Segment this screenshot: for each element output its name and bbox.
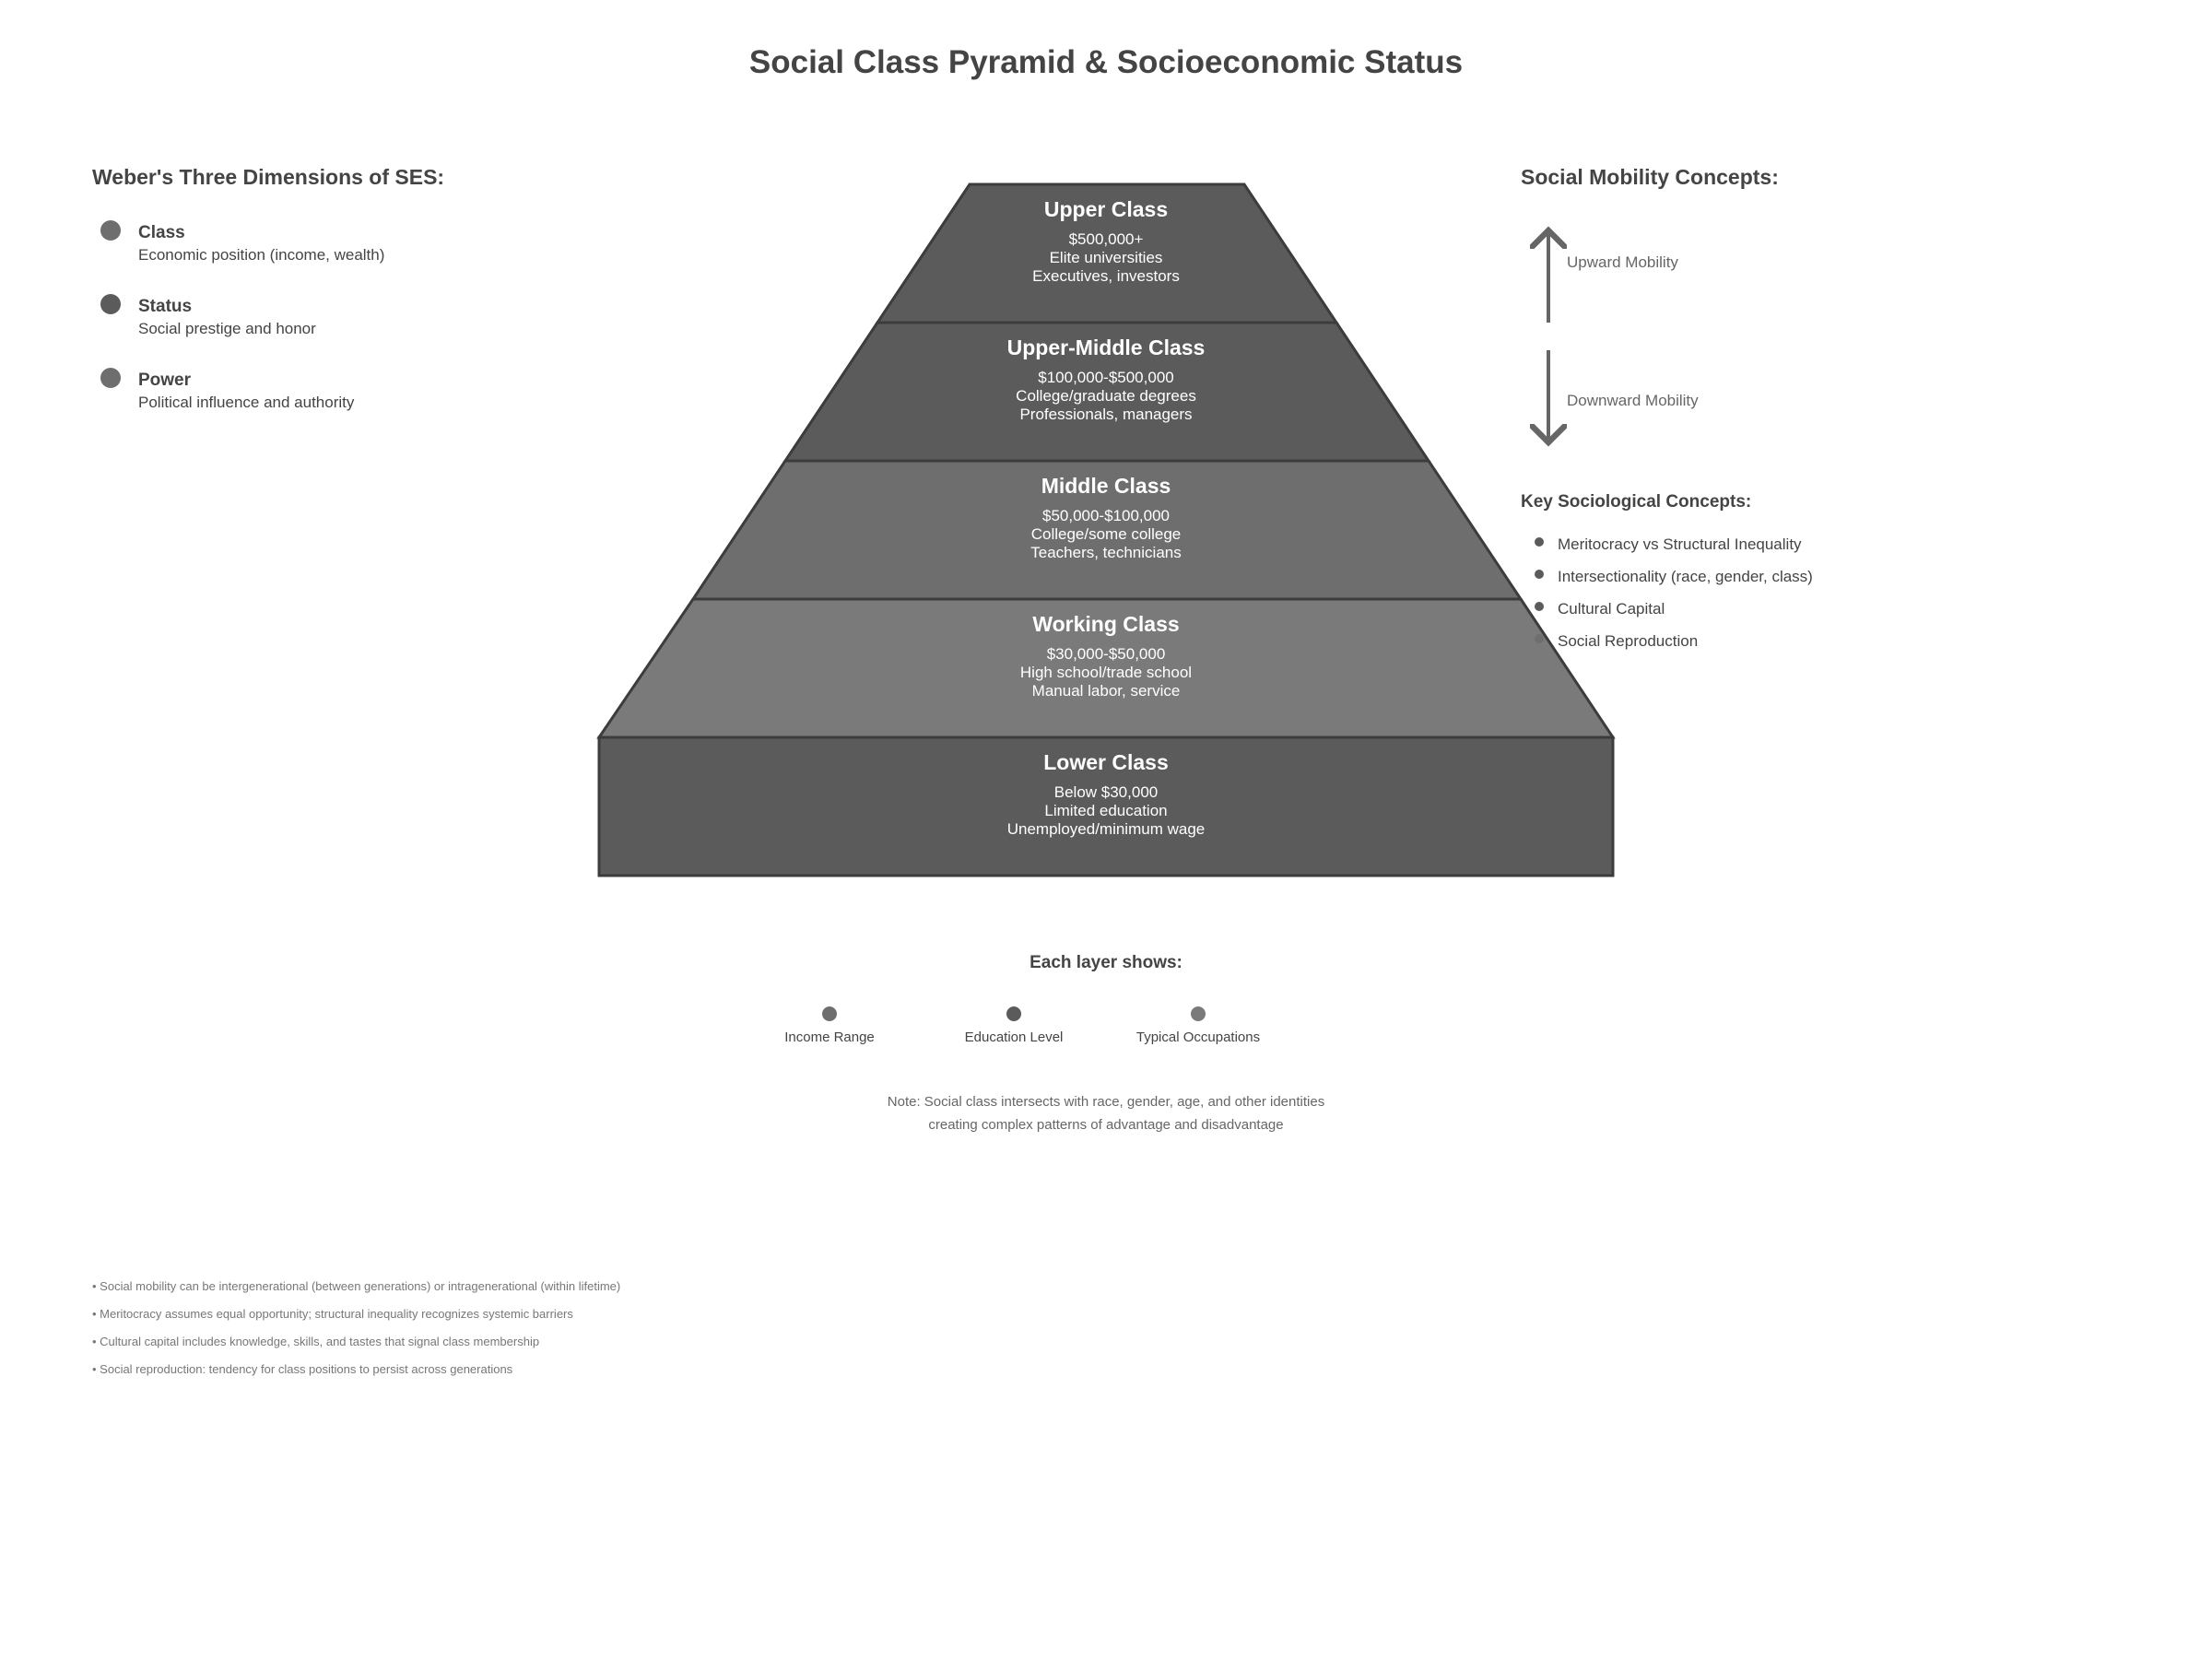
downward-mobility: Downward Mobility (1548, 350, 1699, 442)
layer-shape (597, 735, 1615, 877)
pyramid-layer-lower: Lower Class Below $30,000 Limited educat… (597, 735, 1615, 877)
concepts-section: Key Sociological Concepts: Meritocracy v… (1521, 492, 1813, 650)
layer-income: $30,000-$50,000 (1047, 645, 1166, 663)
legend-item: Education Level (965, 1006, 1064, 1045)
weber-item-desc: Political influence and authority (138, 394, 355, 411)
note: Note: Social class intersects with race,… (888, 1094, 1324, 1133)
footnote: • Social mobility can be intergeneration… (92, 1279, 620, 1293)
list-item: Meritocracy vs Structural Inequality (1535, 535, 1802, 553)
bullet-icon (100, 220, 121, 241)
bullet-icon (100, 294, 121, 314)
layer-education: Elite universities (1050, 249, 1163, 266)
page-title: Social Class Pyramid & Socioeconomic Sta… (749, 44, 1463, 80)
concept-label: Meritocracy vs Structural Inequality (1558, 535, 1802, 553)
weber-section: Weber's Three Dimensions of SES: Class E… (92, 165, 444, 411)
list-item: Intersectionality (race, gender, class) (1535, 568, 1813, 585)
footnotes: • Social mobility can be intergeneration… (92, 1279, 620, 1376)
legend-label: Income Range (784, 1030, 875, 1045)
upward-mobility: Upward Mobility (1548, 230, 1678, 323)
class-pyramid: Upper Class $500,000+ Elite universities… (596, 182, 1616, 877)
weber-item-desc: Economic position (income, wealth) (138, 246, 384, 264)
legend-label: Typical Occupations (1136, 1030, 1260, 1045)
layer-income: $100,000-$500,000 (1038, 369, 1173, 386)
layer-education: High school/trade school (1020, 664, 1192, 681)
concept-label: Intersectionality (race, gender, class) (1558, 568, 1813, 585)
layer-occupations: Teachers, technicians (1030, 544, 1181, 561)
concepts-heading: Key Sociological Concepts: (1521, 492, 1751, 512)
weber-heading: Weber's Three Dimensions of SES: (92, 165, 444, 189)
weber-item-class: Class Economic position (income, wealth) (100, 220, 384, 264)
legend-item: Typical Occupations (1136, 1006, 1260, 1045)
downward-mobility-label: Downward Mobility (1567, 392, 1699, 409)
footnote: • Social reproduction: tendency for clas… (92, 1362, 513, 1376)
legend-label: Education Level (965, 1030, 1064, 1045)
weber-item-title: Status (138, 297, 192, 316)
upward-mobility-label: Upward Mobility (1567, 253, 1678, 271)
layer-education: College/some college (1031, 525, 1182, 543)
layer-occupations: Executives, investors (1032, 267, 1180, 285)
concept-label: Social Reproduction (1558, 632, 1698, 650)
layer-income: Below $30,000 (1054, 783, 1158, 801)
layer-legend: Each layer shows: Income Range Education… (784, 953, 1260, 1045)
legend-heading: Each layer shows: (1030, 953, 1182, 972)
weber-item-title: Power (138, 371, 192, 390)
legend-item: Income Range (784, 1006, 875, 1045)
weber-item-desc: Social prestige and honor (138, 320, 316, 337)
bullet-icon (1535, 634, 1544, 643)
layer-name: Upper-Middle Class (1007, 335, 1206, 359)
weber-item-power: Power Political influence and authority (100, 368, 355, 411)
layer-name: Working Class (1032, 612, 1179, 636)
layer-occupations: Unemployed/minimum wage (1007, 820, 1205, 838)
layer-income: $50,000-$100,000 (1042, 507, 1170, 524)
pyramid-layer-upper-middle: Upper-Middle Class $100,000-$500,000 Col… (782, 321, 1431, 463)
layer-income: $500,000+ (1069, 230, 1144, 248)
footnote: • Meritocracy assumes equal opportunity;… (92, 1307, 573, 1321)
mobility-heading: Social Mobility Concepts: (1521, 165, 1779, 189)
layer-name: Lower Class (1043, 750, 1169, 774)
concept-label: Cultural Capital (1558, 600, 1665, 618)
bullet-icon (1191, 1006, 1206, 1021)
note-line-1: Note: Social class intersects with race,… (888, 1094, 1324, 1110)
layer-name: Upper Class (1044, 197, 1168, 221)
bullet-icon (1535, 602, 1544, 611)
bullet-icon (1006, 1006, 1021, 1021)
mobility-section: Social Mobility Concepts: Upward Mobilit… (1521, 165, 1779, 442)
list-item: Cultural Capital (1535, 600, 1665, 618)
layer-occupations: Manual labor, service (1032, 682, 1181, 700)
pyramid-layer-upper: Upper Class $500,000+ Elite universities… (875, 182, 1339, 324)
layer-name: Middle Class (1041, 474, 1171, 498)
pyramid-layer-working: Working Class $30,000-$50,000 High schoo… (596, 597, 1616, 739)
weber-item-title: Class (138, 223, 185, 242)
footnote: • Cultural capital includes knowledge, s… (92, 1335, 539, 1348)
layer-occupations: Professionals, managers (1019, 406, 1192, 423)
layer-education: College/graduate degrees (1016, 387, 1196, 405)
bullet-icon (1535, 570, 1544, 579)
pyramid-layer-middle: Middle Class $50,000-$100,000 College/so… (690, 459, 1524, 601)
weber-item-status: Status Social prestige and honor (100, 294, 316, 337)
bullet-icon (1535, 537, 1544, 547)
bullet-icon (822, 1006, 837, 1021)
note-line-2: creating complex patterns of advantage a… (928, 1117, 1283, 1133)
list-item: Social Reproduction (1535, 632, 1698, 650)
layer-education: Limited education (1044, 802, 1167, 819)
bullet-icon (100, 368, 121, 388)
